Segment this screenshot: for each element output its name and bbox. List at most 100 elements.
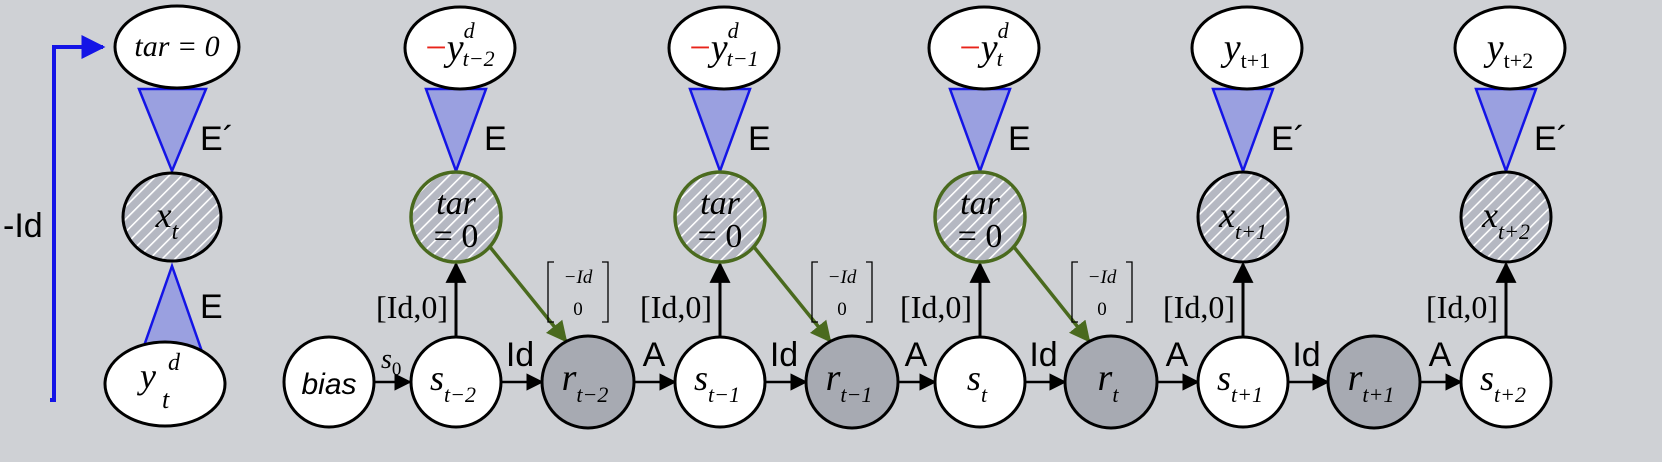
- output-node: [1190, 5, 1304, 91]
- target-node: [409, 170, 503, 264]
- output-label: yt+1: [1220, 27, 1270, 73]
- r-label: rt−2: [562, 357, 609, 407]
- r-node: [1326, 334, 1422, 430]
- matrix-top: −Id: [1088, 267, 1117, 288]
- state-node: [409, 335, 503, 429]
- left-y-sup: d: [168, 350, 181, 376]
- triangle-label: E: [1008, 120, 1031, 158]
- target-node: [673, 170, 767, 264]
- x-node: [1459, 170, 1553, 264]
- e-triangle: [1474, 87, 1538, 175]
- left-column: -Id E´ E tar = 0 xt y d t: [3, 4, 241, 428]
- e-triangle: [688, 87, 752, 175]
- target-label-line1: tar: [960, 185, 1000, 222]
- left-y-node: [103, 340, 227, 428]
- output-label: yt+2: [1483, 27, 1533, 73]
- feedback-arrow: [1012, 245, 1091, 343]
- matrix-top: −Id: [564, 267, 593, 288]
- feedback-arrow: [752, 245, 832, 343]
- chain: bias s0: [282, 335, 412, 429]
- e-label: E: [200, 288, 223, 326]
- e-prime-label: E´: [200, 120, 234, 158]
- left-target-label: tar = 0: [134, 30, 219, 63]
- x-label: xt+1: [1218, 195, 1267, 244]
- id-arrow-label: Id: [506, 336, 534, 374]
- id-arrow-label: Id: [1029, 336, 1057, 374]
- left-y-label: y: [137, 356, 156, 396]
- feedback-line: [50, 35, 106, 402]
- output-node: [403, 5, 517, 91]
- matrix-top: −Id: [828, 267, 857, 288]
- a-arrow-label: A: [1166, 336, 1189, 374]
- column-4: [Id,0] E´ yt+1 xt+1 st+1: [1163, 5, 1305, 429]
- state-node: [673, 335, 767, 429]
- id-arrow-label: Id: [770, 336, 798, 374]
- target-label-line2: = 0: [958, 218, 1003, 255]
- state-label: st+1: [1217, 358, 1263, 407]
- state-label: st+2: [1480, 358, 1526, 407]
- matrix-bracket-right: [866, 261, 873, 323]
- output-node: [927, 5, 1041, 91]
- column-5: [Id,0] E´ yt+2 xt+2 st+2: [1426, 5, 1568, 429]
- state-label: st−2: [430, 358, 476, 407]
- state-label: st−1: [694, 358, 740, 407]
- a-arrow-label: A: [643, 336, 666, 374]
- r-label: rt: [1098, 357, 1120, 407]
- left-x-label: xt: [155, 195, 180, 245]
- output-node: [667, 5, 781, 91]
- feedback-arrow: [488, 245, 568, 343]
- bias-label: bias: [301, 368, 356, 401]
- projection-label: [Id,0]: [900, 289, 972, 325]
- triangle-label: E: [748, 120, 771, 158]
- matrix-bracket-left: [547, 261, 554, 323]
- target-label-line1: tar: [700, 185, 740, 222]
- r-node: [804, 334, 900, 430]
- x-node: [1196, 170, 1290, 264]
- e-triangle: [948, 87, 1012, 175]
- state-label: st: [967, 358, 988, 407]
- triangle-label: E´: [1271, 120, 1305, 158]
- r-label: rt−1: [826, 357, 873, 407]
- r-node: [540, 334, 636, 430]
- projection-label: [Id,0]: [1426, 289, 1498, 325]
- matrix-bracket-right: [602, 261, 609, 323]
- left-y-sub: t: [162, 385, 170, 414]
- left-x-node: [121, 171, 223, 263]
- triangle-label: E: [484, 120, 507, 158]
- e-triangle: [424, 87, 488, 175]
- projection-label: [Id,0]: [376, 289, 448, 325]
- x-label: xt+2: [1481, 195, 1530, 244]
- a-arrow-label: A: [1429, 336, 1452, 374]
- matrix-bottom: 0: [837, 299, 847, 320]
- state-node: [933, 335, 1027, 429]
- target-label-line2: = 0: [434, 218, 479, 255]
- target-label-line2: = 0: [698, 218, 743, 255]
- matrix-bracket-left: [811, 261, 818, 323]
- e-triangle: [1211, 87, 1275, 175]
- matrix-bracket-right: [1126, 261, 1133, 323]
- target-label-line1: tar: [436, 185, 476, 222]
- a-arrow-label: A: [905, 336, 928, 374]
- projection-label: [Id,0]: [1163, 289, 1235, 325]
- id-arrow-label: Id: [1292, 336, 1320, 374]
- matrix-bottom: 0: [573, 299, 583, 320]
- e-prime-triangle: [137, 87, 208, 175]
- state-node: [1196, 335, 1290, 429]
- matrix-bottom: 0: [1097, 299, 1107, 320]
- matrix-bracket-left: [1071, 261, 1078, 323]
- target-node: [933, 170, 1027, 264]
- feedback-label: -Id: [3, 207, 43, 245]
- left-target-node: [113, 4, 241, 90]
- projection-label: [Id,0]: [640, 289, 712, 325]
- triangle-label: E´: [1534, 120, 1568, 158]
- state-node: [1459, 335, 1553, 429]
- r-node: [1063, 334, 1159, 430]
